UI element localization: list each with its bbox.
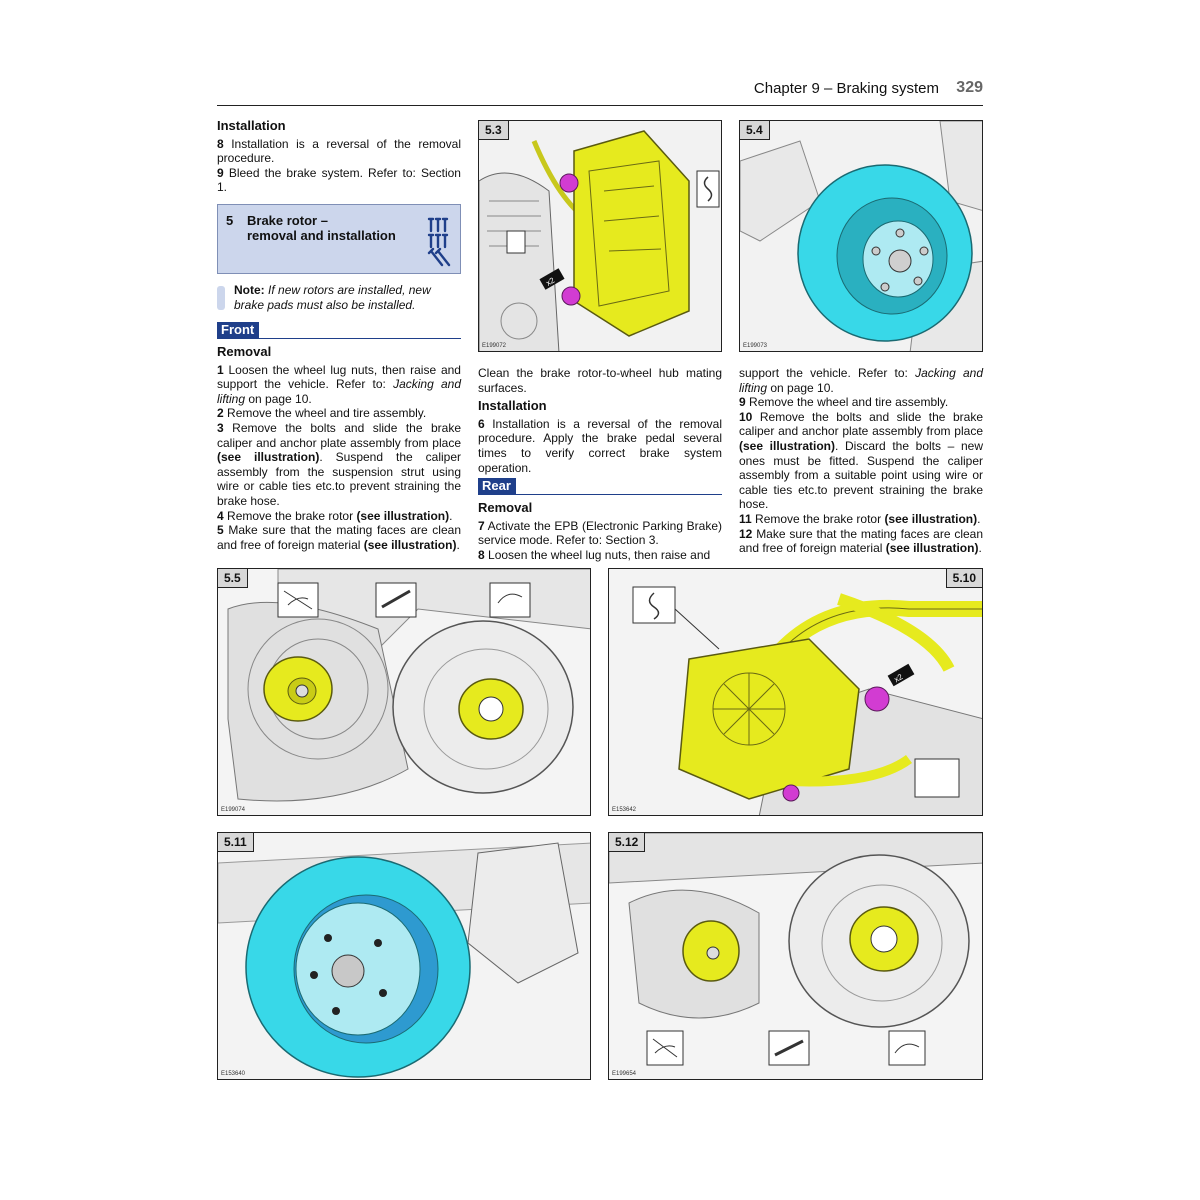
step-9: 9 Bleed the brake system. Refer to: Sect… bbox=[217, 165, 461, 195]
figure-5-10: 5.10 x2 E153642 bbox=[608, 568, 983, 816]
continued-text: Clean the brake rotor-to-wheel hub matin… bbox=[478, 366, 722, 395]
figure-label: 5.4 bbox=[740, 121, 770, 140]
step-1: 1 Loosen the wheel lug nuts, then raise … bbox=[217, 362, 462, 406]
note: Note: If new rotors are installed, new b… bbox=[217, 283, 461, 312]
figure-code: E199073 bbox=[743, 343, 768, 349]
removal-heading-2: Removal bbox=[478, 500, 533, 516]
installation-heading: Installation bbox=[217, 118, 286, 133]
figure-5-3: 5.3 x2 E199072 bbox=[478, 120, 722, 352]
removal-heading: Removal bbox=[217, 344, 272, 359]
step-8: 8 Installation is a reversal of the remo… bbox=[217, 136, 461, 166]
step-8-rear: 8 Loosen the wheel lug nuts, then raise … bbox=[478, 547, 711, 562]
step-3: 3 Remove the bolts and slide the brake c… bbox=[217, 420, 461, 508]
rear-tag: Rear bbox=[478, 478, 722, 496]
figure-5-11: 5.11 E153640 bbox=[217, 832, 591, 1080]
column-1-top: Installation 8 Installation is a reversa… bbox=[217, 118, 461, 195]
step-7: 7 Activate the EPB (Electronic Parking B… bbox=[478, 518, 722, 548]
figure-code: E153642 bbox=[612, 807, 637, 813]
front-tag: Front bbox=[217, 322, 461, 339]
column-2: Clean the brake rotor-to-wheel hub matin… bbox=[478, 366, 722, 563]
column-3: support the vehicle. Refer to: Jacking a… bbox=[739, 366, 983, 556]
figure-code: E199072 bbox=[482, 343, 507, 349]
difficulty-spanner-icon bbox=[427, 217, 451, 267]
rear-hub-and-rotor-illustration bbox=[609, 833, 982, 1079]
step-5: 5 Make sure that the mating faces are cl… bbox=[217, 523, 461, 552]
step-10: 10 Remove the bolts and slide the brake … bbox=[739, 409, 984, 512]
note-marker bbox=[217, 286, 225, 310]
installation-heading-2: Installation bbox=[478, 398, 547, 414]
figure-code: E199654 bbox=[612, 1071, 637, 1077]
figure-label: 5.11 bbox=[218, 833, 254, 852]
figure-label: 5.3 bbox=[479, 121, 509, 140]
figure-label: 5.12 bbox=[609, 833, 646, 852]
rotor-illustration bbox=[740, 121, 982, 351]
step-4: 4 Remove the brake rotor (see illustrati… bbox=[217, 508, 453, 523]
rear-rotor-illustration bbox=[218, 833, 590, 1079]
section-title: Brake rotor – removal and installation bbox=[247, 213, 396, 243]
section-title-box: 5 Brake rotor – removal and installation bbox=[217, 204, 461, 274]
step-2: 2 Remove the wheel and tire assembly. bbox=[217, 406, 427, 421]
figure-label: 5.5 bbox=[218, 569, 248, 588]
figure-code: E199074 bbox=[221, 807, 246, 813]
caliper-illustration: x2 bbox=[479, 121, 721, 351]
continued-text-3: support the vehicle. Refer to: Jacking a… bbox=[739, 366, 984, 395]
step-11: 11 Remove the brake rotor (see illustrat… bbox=[739, 511, 981, 526]
hub-and-rotor-illustration bbox=[218, 569, 590, 815]
step-6: 6 Installation is a reversal of the remo… bbox=[478, 416, 722, 475]
figure-label: 5.10 bbox=[945, 569, 982, 588]
figure-5-12: 5.12 E199654 bbox=[608, 832, 983, 1080]
chapter-title: Chapter 9 – Braking system bbox=[753, 80, 939, 97]
step-9-rear: 9 Remove the wheel and tire assembly. bbox=[739, 395, 949, 410]
step-12: 12 Make sure that the mating faces are c… bbox=[739, 526, 984, 556]
section-number: 5 bbox=[226, 213, 234, 228]
rear-caliper-illustration: x2 bbox=[609, 569, 982, 815]
figure-5-5: 5.5 E199074 bbox=[217, 568, 591, 816]
column-1-front: Front Removal 1 Loosen the wheel lug nut… bbox=[217, 322, 462, 552]
page-number: 329 bbox=[956, 79, 983, 96]
page-header: Chapter 9 – Braking system 329 bbox=[217, 76, 983, 106]
figure-5-4: 5.4 E199073 bbox=[739, 120, 983, 352]
figure-code: E153640 bbox=[221, 1071, 246, 1077]
